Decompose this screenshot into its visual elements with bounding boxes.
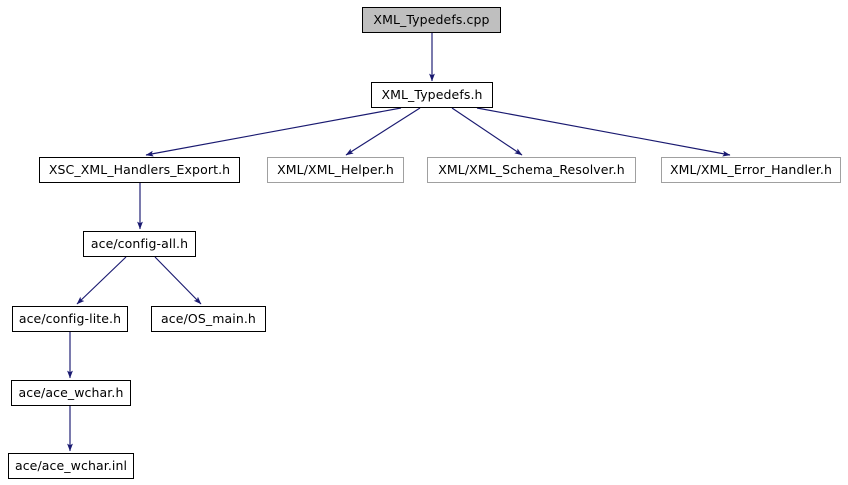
graph-node-label: ace/config-lite.h	[18, 310, 122, 326]
graph-node-label: XSC_XML_Handlers_Export.h	[48, 161, 231, 177]
graph-node-xml-typedefs-cpp[interactable]: XML_Typedefs.cpp	[362, 7, 501, 33]
graph-edge-xml-typedefs-h-to-xml-helper-h	[345, 107, 421, 156]
graph-node-label: XML_Typedefs.cpp	[373, 11, 490, 27]
graph-node-ace-ace-wchar-inl[interactable]: ace/ace_wchar.inl	[8, 453, 134, 479]
graph-node-xml-schema-resolver-h[interactable]: XML/XML_Schema_Resolver.h	[427, 157, 636, 183]
graph-edge-xml-typedefs-h-to-xml-schema-resolver-h	[451, 107, 523, 156]
graph-node-label: XML/XML_Error_Handler.h	[669, 161, 833, 177]
graph-node-xml-error-handler-h[interactable]: XML/XML_Error_Handler.h	[661, 157, 841, 183]
graph-node-label: ace/OS_main.h	[161, 310, 256, 326]
graph-node-label: XML/XML_Helper.h	[277, 161, 394, 177]
graph-node-ace-config-all-h[interactable]: ace/config-all.h	[83, 231, 196, 257]
graph-node-xsc-xml-handlers-export-h[interactable]: XSC_XML_Handlers_Export.h	[39, 157, 240, 183]
graph-node-ace-config-lite-h[interactable]: ace/config-lite.h	[12, 306, 128, 332]
graph-node-label: XML_Typedefs.h	[381, 86, 483, 102]
graph-node-ace-os-main-h[interactable]: ace/OS_main.h	[151, 306, 266, 332]
graph-node-label: ace/ace_wchar.h	[18, 384, 124, 400]
graph-node-xml-helper-h[interactable]: XML/XML_Helper.h	[267, 157, 404, 183]
graph-node-label: ace/config-all.h	[90, 235, 189, 251]
graph-edge-ace-config-all-h-to-ace-config-lite-h	[76, 256, 127, 305]
graph-edge-ace-config-all-h-to-ace-os-main-h	[154, 256, 202, 305]
graph-node-label: XML/XML_Schema_Resolver.h	[438, 161, 625, 177]
graph-node-label: ace/ace_wchar.inl	[14, 457, 128, 473]
graph-node-xml-typedefs-h[interactable]: XML_Typedefs.h	[371, 82, 493, 108]
graph-node-ace-ace-wchar-h[interactable]: ace/ace_wchar.h	[11, 380, 131, 406]
graph-edge-xml-typedefs-h-to-xml-error-handler-h	[476, 107, 731, 157]
graph-edge-xml-typedefs-h-to-xsc-xml-handlers-export-h	[145, 107, 402, 157]
